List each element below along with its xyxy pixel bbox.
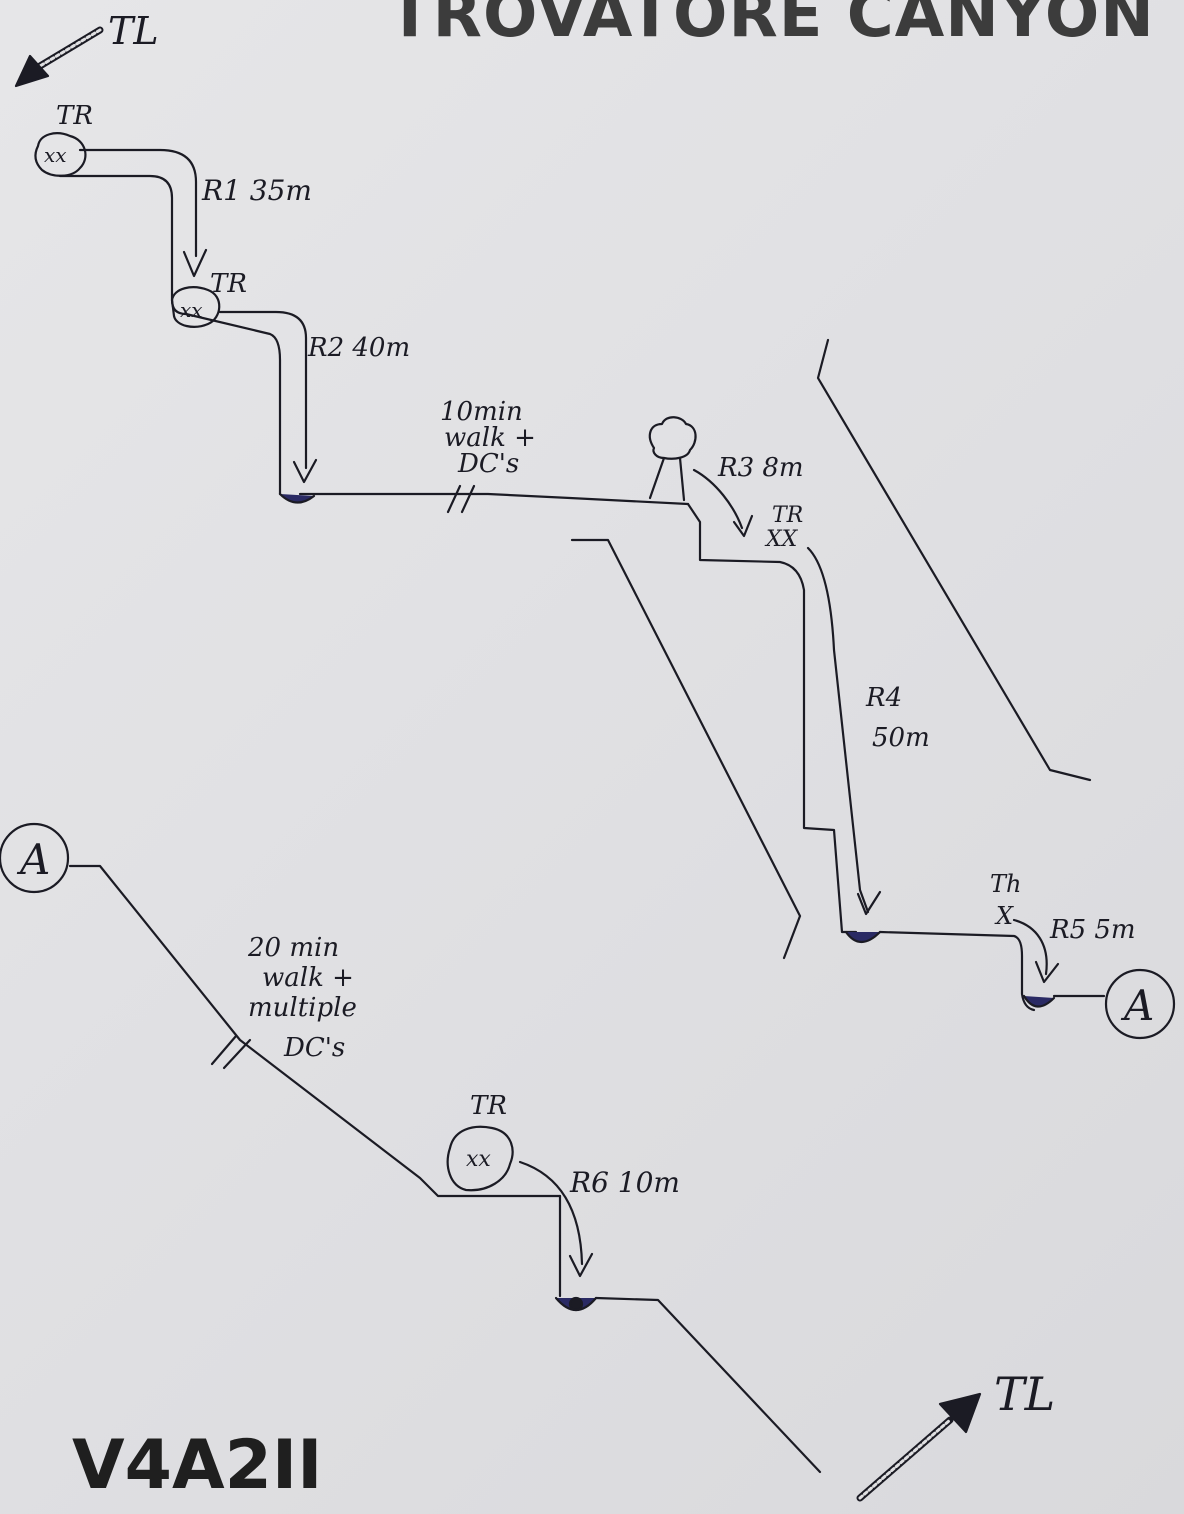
anchor-a6-label: TR	[470, 1091, 507, 1121]
rappel-arrow-r1	[182, 248, 208, 278]
svg-text:DC's: DC's	[457, 449, 519, 479]
canyon-wall-left	[570, 538, 802, 960]
rappel-r3: R3 8m	[717, 453, 804, 483]
arrow-up-left-icon	[14, 26, 104, 88]
svg-text:multiple: multiple	[248, 993, 357, 1023]
exit-trail	[594, 1296, 822, 1474]
rappel-r6: R6 10m	[569, 1166, 680, 1199]
anchor-a3-label: TR	[772, 503, 803, 528]
rope-r1	[78, 148, 198, 258]
anchor-a2-marker: xx	[180, 298, 203, 322]
canyon-grade: V4A2II	[72, 1426, 323, 1505]
rappel-arrow-r6	[568, 1252, 594, 1278]
walk-break-2	[210, 1034, 252, 1070]
anchor-a1-marker: xx	[44, 143, 67, 167]
svg-text:DC's: DC's	[283, 1033, 345, 1063]
anchor-a2-label: TR	[210, 269, 247, 299]
start-arrow-label: TL	[108, 9, 159, 53]
anchor-a6-marker: xx	[466, 1147, 491, 1172]
svg-text:A: A	[16, 835, 50, 884]
pool-3	[1022, 994, 1056, 1008]
svg-text:R4: R4	[865, 683, 902, 713]
arrow-up-right-icon	[856, 1392, 982, 1502]
anchor-a3-marker: XX	[764, 527, 799, 552]
svg-text:A: A	[1120, 981, 1154, 1030]
anchor-a4-label: Th	[990, 870, 1021, 898]
svg-text:walk +: walk +	[262, 963, 354, 993]
rope-r4	[806, 546, 870, 914]
anchor-a4-marker: X	[994, 902, 1014, 930]
walk-trail-2	[68, 864, 562, 1198]
tree-icon	[648, 416, 697, 502]
anchor-a1-label: TR	[56, 101, 93, 131]
canyon-wall-right	[816, 338, 1092, 782]
walk-break-1	[446, 484, 476, 514]
rope-r2	[218, 310, 308, 470]
rappel-r2: R2 40m	[307, 333, 410, 363]
svg-text:50m: 50m	[872, 723, 930, 753]
walk-note-2: 20 min walk + multiple DC's	[247, 933, 357, 1063]
canyon-title: TROVATORE CANYON	[388, 0, 1155, 52]
rope-r3	[692, 468, 744, 530]
end-arrow-label: TL	[994, 1367, 1055, 1421]
rappel-arrow-r2	[292, 458, 318, 484]
rappel-arrow-r3	[732, 514, 754, 538]
rappel-r1: R1 35m	[201, 174, 312, 207]
pool-1	[278, 492, 316, 504]
rappel-arrow-r5	[1034, 960, 1060, 984]
anchor-a1: xx	[34, 132, 87, 177]
rope-r6	[518, 1160, 584, 1266]
pool-2	[844, 930, 882, 944]
rope-r5	[1012, 918, 1048, 976]
svg-text:10min: 10min	[440, 397, 523, 427]
anchor-a6: xx	[446, 1125, 514, 1192]
connector-a-right: A	[1104, 968, 1176, 1040]
svg-text:20 min: 20 min	[247, 933, 339, 963]
walk-note-1: 10min walk + DC's	[440, 397, 536, 479]
rappel-arrow-r4	[856, 890, 882, 916]
connector-a-left: A	[0, 822, 70, 894]
svg-text:walk +: walk +	[444, 423, 536, 453]
rappel-r4: R4 50m	[865, 683, 930, 753]
rappel-r5: R5 5m	[1049, 915, 1136, 945]
